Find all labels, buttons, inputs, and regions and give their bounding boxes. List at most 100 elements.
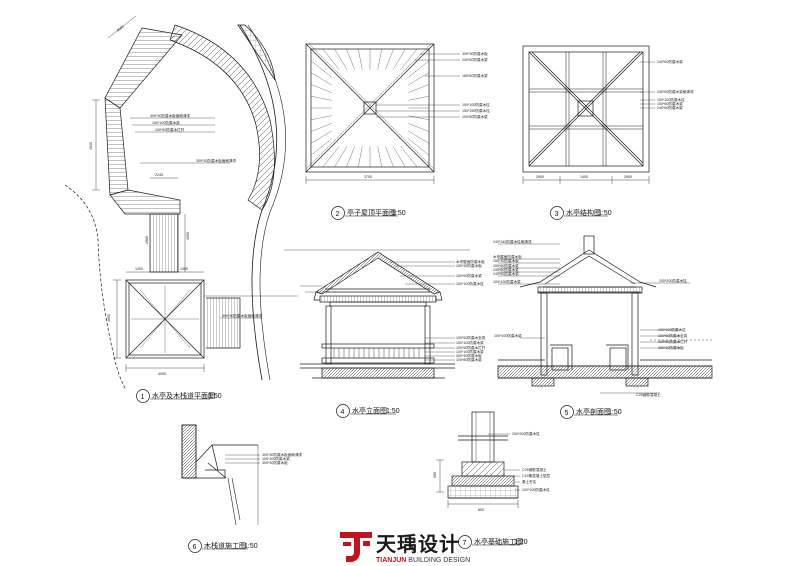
note-d4-1: 木亭屋面防腐木板 (456, 259, 485, 264)
dim-d1-mid: 2245 (155, 173, 163, 177)
note-d3-2: 240*60防腐木梁刷清漆 (657, 89, 694, 94)
dim-d1-d: 4000 (186, 232, 190, 240)
note-d6-3: 300*30防腐木板 (262, 460, 288, 465)
dim-d3-b: 1400 (580, 175, 588, 179)
rafter-line (408, 115, 430, 120)
note-d3-4: 150*60防腐木梁 (657, 101, 683, 106)
note-d1-5: 300*30防腐木板面刷清漆 (222, 313, 263, 318)
rafter-line (346, 146, 355, 168)
rafter-line (385, 48, 394, 70)
rafter-line (310, 96, 332, 101)
drawing-3-structure (522, 45, 655, 184)
rafter-line (392, 146, 406, 168)
drawing-6-number: 6 (193, 544, 197, 551)
note-d5-11: 100*50防腐木栏杆 (658, 339, 688, 344)
rafter-line (408, 123, 430, 132)
drawing-7-foundation-detail (436, 411, 520, 508)
dim-d1-side: 4000 (107, 314, 111, 322)
drawing-7-number-circle (458, 535, 472, 549)
drawing-2-title: 亭子屋顶平面图 (347, 208, 396, 217)
drawing-6-scale: 1:50 (244, 543, 258, 550)
rafter-line (310, 115, 332, 120)
rafter-line (408, 96, 430, 101)
dim-d1-diag: 4000 (116, 25, 125, 33)
note-d7-1: 200*200防腐木柱 (512, 431, 540, 436)
note-d4-10: 100*80防腐木梁 (456, 357, 482, 362)
drawing-5-title: 水亭剖面图 (576, 407, 611, 416)
drawing-2-number: 2 (336, 211, 340, 218)
rafter-line (310, 138, 332, 156)
drawing-1-plan (64, 15, 298, 391)
note-d7-4: 素土夯实 (522, 479, 537, 484)
rafter-line (377, 48, 382, 70)
rafter-line (310, 60, 332, 78)
note-d1-4: 300*30防腐木板面刷清漆 (196, 158, 237, 163)
note-d3-3: 100*100防腐木柱 (657, 97, 685, 102)
rafter-line (310, 84, 332, 93)
drawing-5-number-circle (560, 405, 574, 419)
drawing-6-boardwalk-detail (181, 424, 260, 526)
note-d1-3: 100*50防腐木栏杆 (155, 127, 185, 132)
dim-d1-left: 4045 (89, 142, 93, 150)
drawing-2-roof-plan (305, 43, 460, 184)
note-d4-9: 300*30防腐木板 (456, 353, 482, 358)
drawing-6-number-circle (188, 539, 202, 553)
rafter-line (334, 48, 348, 70)
note-d4-4: 100*100防腐木柱 (456, 281, 484, 286)
drawing-4-number: 4 (341, 409, 345, 416)
rafter-line (322, 48, 340, 70)
rafter-line (385, 146, 394, 168)
brand-name-en: TIANJUN BUILDING DESIGN (376, 557, 470, 564)
drawing-5-number: 5 (565, 410, 569, 417)
dim-d1-b: 1400 (180, 267, 188, 271)
note-d3-1: 240*60防腐木梁 (657, 59, 683, 64)
rafter-line (358, 146, 363, 168)
note-d5-2: 木亭屋面防腐木板 (493, 254, 522, 259)
dim-d2-w: 3700 (364, 175, 372, 179)
note-d5-4: 150*60防腐木梁 (493, 263, 519, 268)
drawing-4-elevation (284, 249, 470, 379)
rafter-line (358, 48, 363, 70)
note-d4-5: 100*50防腐木坐凳 (456, 335, 486, 340)
rafter-line (346, 48, 355, 70)
note-d5-10: 100*50防腐木坐凳 (658, 333, 688, 338)
drawing-5-scale: 1:50 (608, 409, 622, 416)
drawing-1-title: 水亭及木栈道平面图 (152, 391, 215, 400)
drawing-1-scale: 1:50 (208, 393, 222, 400)
note-d7-3: C15素混凝土垫层 (522, 473, 551, 478)
drawing-3-number-circle (550, 206, 564, 220)
note-d2-2: 240*60防腐木梁 (462, 57, 488, 62)
note-d2-3: 160*60防腐木梁 (462, 73, 488, 78)
note-d7-5: 100*100防腐木柱 (522, 487, 550, 492)
note-d5-12: 300*30防腐木板 (658, 345, 684, 350)
note-d3-5: 240*60防腐木梁 (657, 105, 683, 110)
dim-d1-e: 2900 (145, 236, 149, 244)
note-d5-6: 240*60防腐木梁 (493, 271, 519, 276)
note-d7-2: C25钢筋混凝土 (522, 467, 547, 472)
note-d5-13: 100*100防腐木梁 (494, 333, 522, 338)
note-d4-7: 100*50防腐木栏杆 (456, 345, 486, 350)
rafter-line (334, 146, 348, 168)
drawing-2-number-circle (331, 206, 345, 220)
rafter-line (408, 138, 430, 156)
note-d2-6: 100*80防腐木梁 (462, 114, 488, 119)
note-d5-9: 100*100防腐木柱 (658, 327, 686, 332)
drawing-1-number: 1 (141, 394, 145, 401)
brand-logo: 天瑀设计 TIANJUN BUILDING DESIGN (340, 532, 470, 564)
note-d4-2: 150*30防腐木板 (456, 263, 482, 268)
brand-name-en-b: BUILDING DESIGN (406, 557, 470, 564)
rafter-line (408, 72, 430, 86)
note-d5-3: 150*30防腐木板 (493, 258, 519, 263)
note-d6-1: 300*30防腐木板面刷清漆 (262, 452, 303, 457)
drawing-3-number: 3 (555, 211, 559, 218)
rafter-line (310, 72, 332, 86)
drawing-4-title: 水亭立面图 (352, 406, 387, 415)
rafter-line (400, 48, 418, 70)
note-d5-14: C25钢筋混凝土 (636, 392, 661, 397)
note-d6-2: 100*100防腐木梁 (262, 456, 290, 461)
brand-name-cn: 天瑀设计 (376, 533, 460, 556)
dim-d7-b: 650 (433, 472, 437, 478)
rafter-line (408, 84, 430, 93)
note-d5-8: 200*200防腐木柱 (659, 278, 687, 283)
rafter-line (392, 48, 406, 70)
